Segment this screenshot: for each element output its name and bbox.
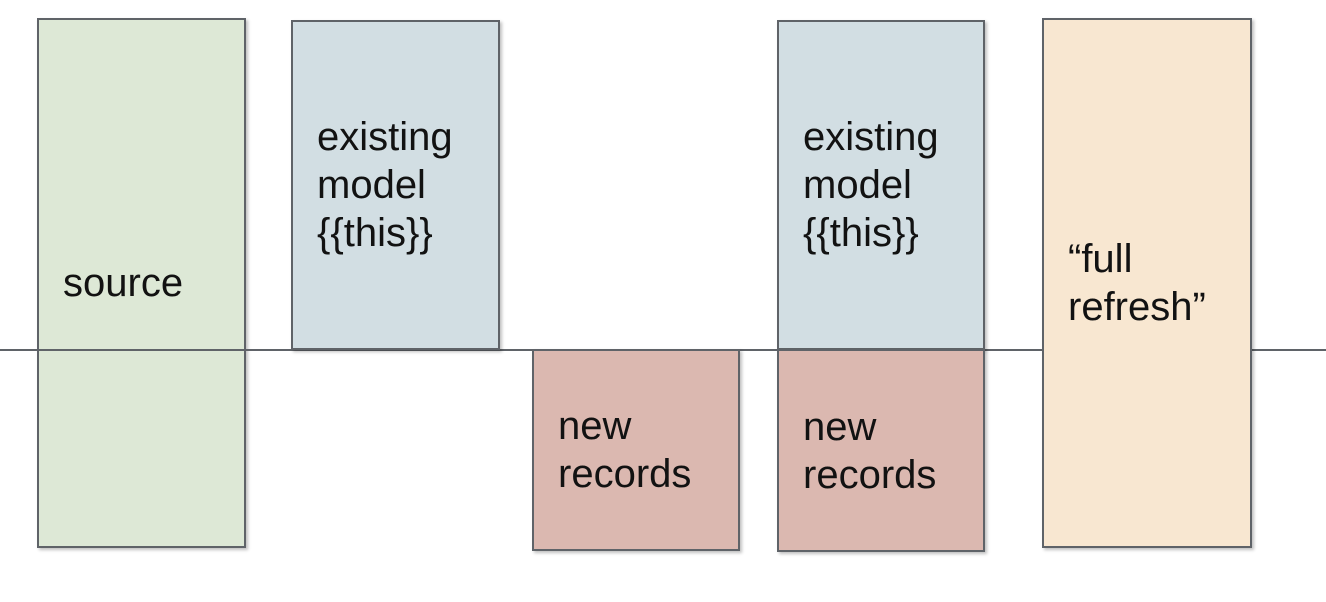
new-records-box-2: new records (777, 349, 985, 552)
new-records-label-1: new records (558, 404, 692, 496)
source-label: source (63, 261, 184, 305)
existing-model-label-2: existing model {{this}} (803, 115, 939, 255)
existing-model-box-1: existing model {{this}} (291, 20, 500, 350)
full-refresh-label: “full refresh” (1068, 237, 1206, 329)
full-refresh-box: “full refresh” (1042, 18, 1252, 548)
existing-model-box-2: existing model {{this}} (777, 20, 985, 350)
new-records-box-1: new records (532, 349, 740, 551)
source-box: source (37, 18, 246, 548)
new-records-label-2: new records (803, 404, 937, 497)
existing-model-label-1: existing model {{this}} (317, 115, 453, 255)
